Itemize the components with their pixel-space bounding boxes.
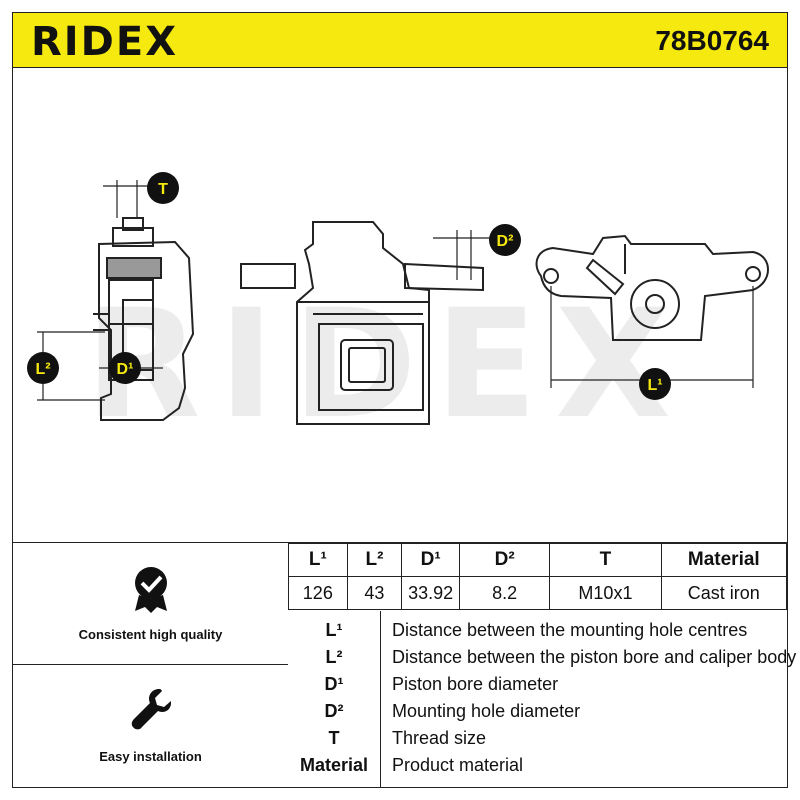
spec-value: 33.92	[401, 576, 461, 610]
legend-text: Mounting hole diameter	[392, 701, 581, 721]
legend-row: T Thread size	[288, 725, 788, 751]
specs-header-row: L¹ L² D¹ D² T Material	[288, 543, 788, 577]
legend-row: D¹ Piston bore diameter	[288, 671, 788, 697]
spec-value: 43	[346, 576, 403, 610]
legend-row: Material Product material	[288, 752, 788, 778]
spec-header: L²	[346, 543, 403, 577]
legend-row: L¹ Distance between the mounting hole ce…	[288, 617, 788, 643]
legend-text: Thread size	[392, 728, 487, 748]
callout-l1-badge	[639, 368, 671, 400]
technical-drawing-area: RIDEX	[12, 68, 788, 542]
caliper-drawing: T D² L² D¹ L¹	[27, 172, 769, 425]
product-info-section: Consistent high quality Easy installatio…	[12, 542, 797, 788]
legend-text: Product material	[392, 755, 524, 775]
legend-key: L¹	[325, 620, 343, 640]
spec-value: 126	[288, 576, 348, 610]
spec-header: D¹	[401, 543, 461, 577]
legend-key: D¹	[324, 674, 344, 694]
feature-quality: Consistent high quality	[13, 543, 288, 665]
callout-d2-badge	[489, 224, 521, 256]
spec-header: D²	[459, 543, 551, 577]
wrench-icon	[131, 689, 171, 730]
caliper-section-view	[93, 217, 195, 421]
spec-header: Material	[660, 543, 788, 577]
specs-table: L¹ L² D¹ D² T Material 126 43 33.92 8.2 …	[288, 543, 788, 610]
callout-l1: L¹	[647, 377, 662, 394]
feature-quality-label: Consistent high quality	[78, 627, 223, 642]
part-number: 78B0764	[655, 25, 769, 56]
legend-row: L² Distance between the piston bore and …	[288, 644, 797, 670]
callout-t-badge	[147, 172, 179, 204]
spec-header: T	[549, 543, 662, 577]
legend-key: D²	[324, 701, 344, 721]
legend-row: D² Mounting hole diameter	[288, 698, 788, 724]
callout-t: T	[158, 181, 168, 198]
spec-value: Cast iron	[660, 576, 788, 610]
legend-key: Material	[299, 755, 369, 775]
caliper-side-view	[240, 221, 484, 425]
callout-d2: D²	[497, 233, 514, 250]
spec-value: 8.2	[459, 576, 551, 610]
legend-key: T	[328, 728, 340, 748]
brand-logo: RIDEX	[31, 19, 179, 65]
feature-installation: Easy installation	[13, 665, 288, 787]
specs-value-row: 126 43 33.92 8.2 M10x1 Cast iron	[288, 576, 788, 610]
callout-d1: D¹	[117, 361, 134, 378]
callout-l2-badge	[27, 352, 59, 384]
callout-d1-badge	[109, 352, 141, 384]
spec-value: M10x1	[549, 576, 662, 610]
caliper-front-view	[535, 234, 769, 341]
dimension-legend: L¹ Distance between the mounting hole ce…	[288, 611, 797, 787]
header-bar: RIDEX 78B0764	[12, 12, 788, 68]
legend-divider	[380, 611, 381, 787]
legend-text: Distance between the piston bore and cal…	[392, 647, 797, 667]
legend-text: Distance between the mounting hole centr…	[392, 620, 748, 640]
feature-list: Consistent high quality Easy installatio…	[13, 543, 288, 787]
legend-key: L²	[325, 647, 343, 667]
spec-header: L¹	[288, 543, 348, 577]
quality-badge-icon	[135, 567, 167, 613]
feature-installation-label: Easy installation	[99, 749, 202, 764]
callout-l2: L²	[35, 361, 50, 378]
legend-text: Piston bore diameter	[392, 674, 559, 694]
